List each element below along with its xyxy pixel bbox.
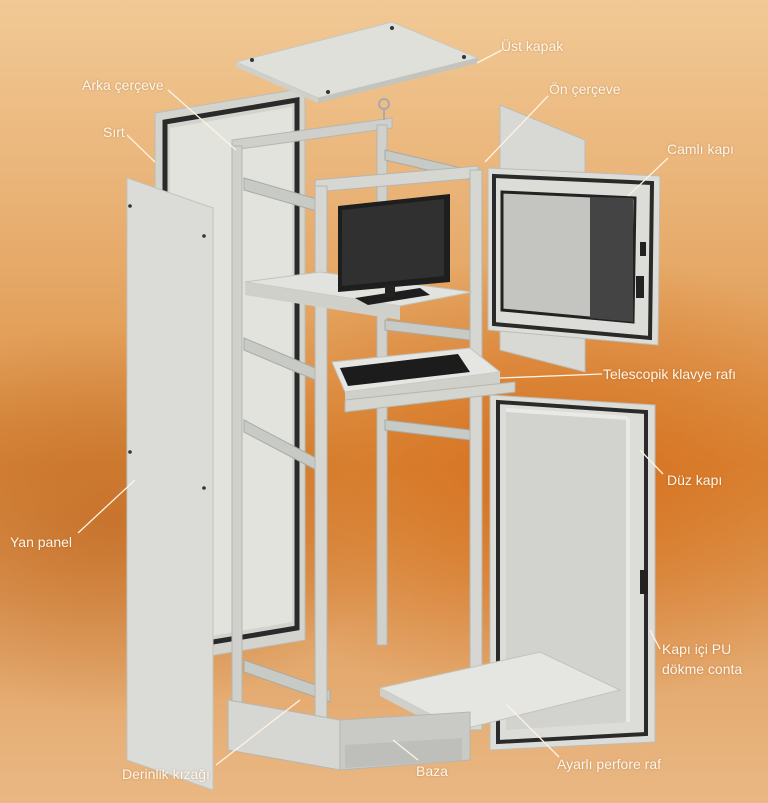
keyboard-shelf xyxy=(331,347,516,413)
label-on-cerceve: Ön çerçeve xyxy=(549,81,621,97)
label-ust-kapak: Üst kapak xyxy=(501,38,564,54)
leader-ayarli xyxy=(506,704,560,758)
label-kapi-ici-pu-line1: Kapı içi PU xyxy=(662,641,732,657)
glazed-door xyxy=(487,167,661,346)
leader-duz-kapi xyxy=(639,449,664,475)
label-derinlik-kizagi: Derinlik kızağı xyxy=(122,766,210,782)
label-yan-panel: Yan panel xyxy=(10,534,73,550)
leader-camli-kapi xyxy=(627,157,669,197)
label-baza: Baza xyxy=(416,763,448,779)
label-arka-cerceve: Arka çerçeve xyxy=(82,77,164,93)
leader-baza xyxy=(392,739,419,761)
leader-arka-cerceve xyxy=(167,89,237,151)
label-duz-kapi: Düz kapı xyxy=(667,472,723,488)
label-kapi-ici-pu-line2: dökme conta xyxy=(662,661,743,677)
leader-kapi-ici-pu xyxy=(649,629,661,650)
top-cover xyxy=(234,21,480,103)
front-frame xyxy=(314,165,483,732)
side-panel xyxy=(126,177,214,791)
label-ayarli-perfore-raf: Ayarlı perfore raf xyxy=(557,756,662,772)
leader-sirt xyxy=(126,134,156,163)
plinth-base xyxy=(227,699,471,771)
leader-lines xyxy=(77,49,669,766)
label-telescopik-klavye-rafi: Telescopik klavye rafı xyxy=(603,366,737,382)
leader-yan-panel xyxy=(77,479,136,534)
label-camli-kapi: Camlı kapı xyxy=(667,141,734,157)
leader-ust-kapak xyxy=(476,49,503,64)
monitor xyxy=(338,194,450,305)
leader-on-cerceve xyxy=(484,95,549,163)
leader-telescopik xyxy=(499,373,603,379)
label-sirt: Sırt xyxy=(103,124,125,140)
leader-derinlik xyxy=(215,699,301,766)
